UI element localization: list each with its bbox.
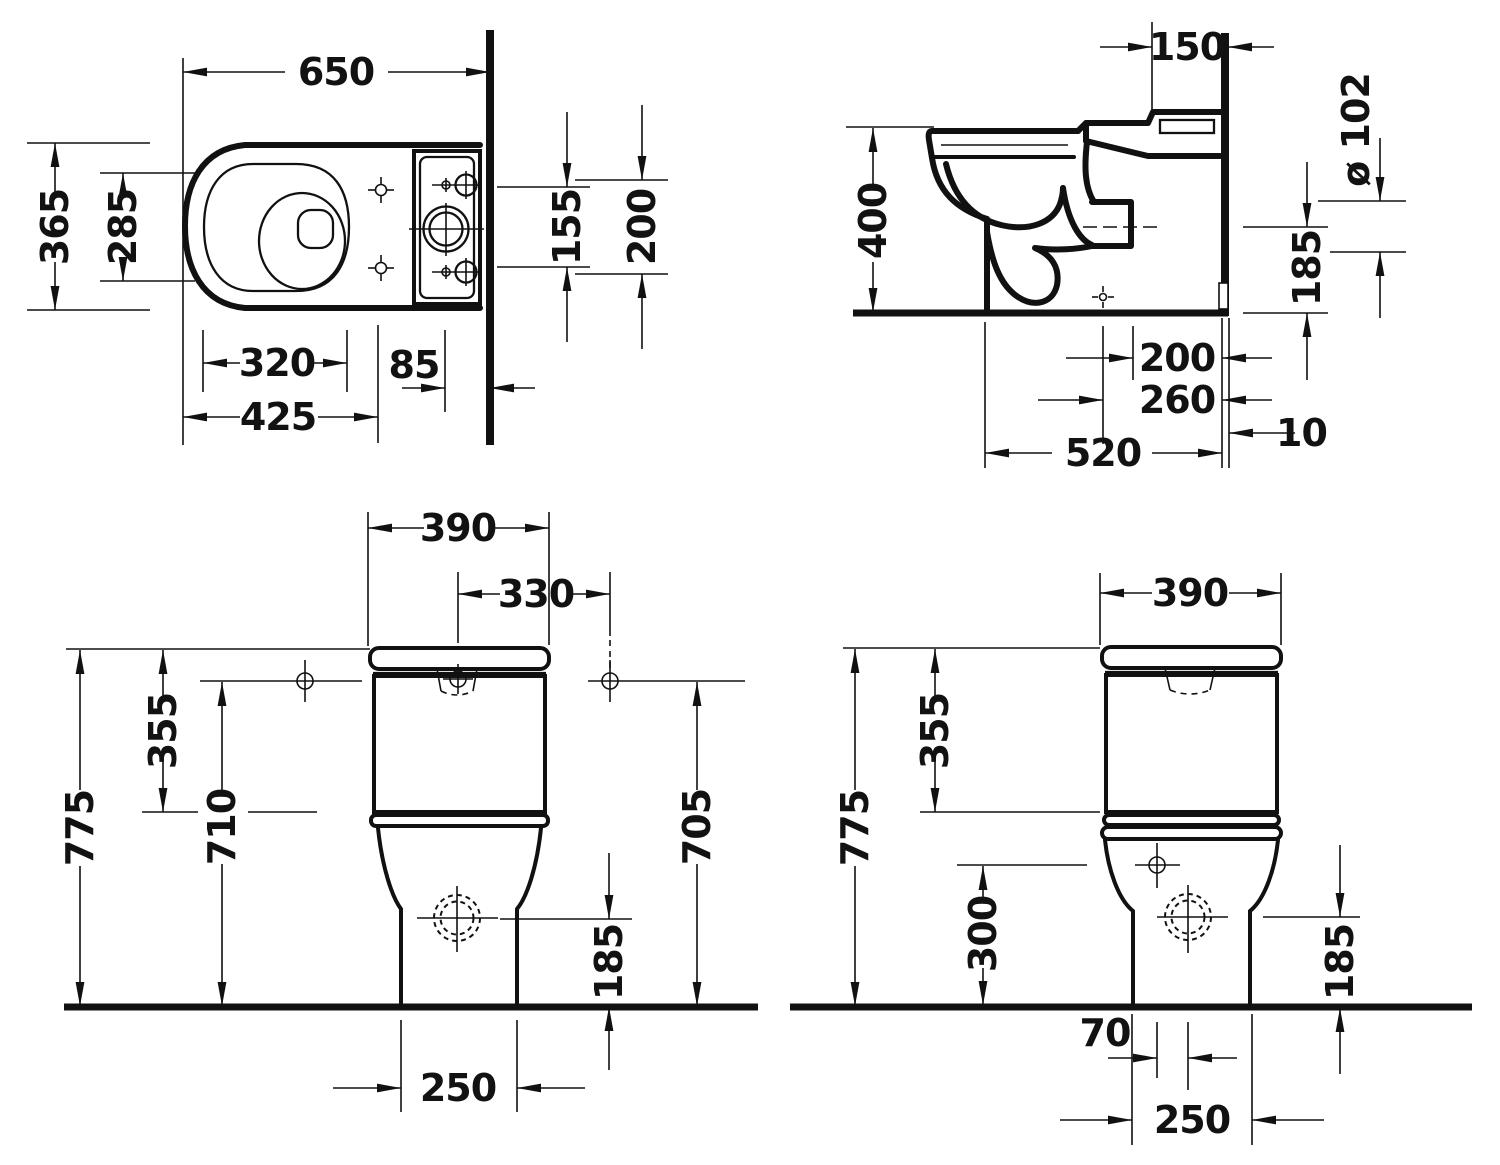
bowl-right-side [515,826,543,1006]
flush-pocket [1164,667,1216,695]
dim-label-70: 70 [1080,1011,1131,1055]
dim-label-250-rear: 250 [1154,1098,1230,1142]
dim-label-260: 260 [1139,378,1215,422]
cistern-inlet-circle [409,203,484,256]
dim-label-outlet-diameter: ø 102 [1334,73,1378,187]
bowl-left-side [376,826,403,1006]
hinge-hole-target [368,177,394,203]
dim-label-330: 330 [498,572,574,616]
cistern-lid [368,646,551,671]
dim-label-425: 425 [240,395,316,439]
rear-view: 390 775 355 300 185 70 250 [790,571,1472,1145]
front-view: 390 330 775 355 710 705 185 250 [58,506,758,1112]
rear-fixture [790,645,1472,1011]
dim-label-200-side: 200 [1139,336,1215,380]
drill-target [1092,286,1114,308]
lid-inner-detail [1158,118,1216,135]
dim-label-365: 365 [33,189,77,265]
tank-base-band [369,813,550,828]
bowl-right-side [1248,838,1280,1006]
dim-label-300: 300 [961,896,1005,972]
dim-label-775-front: 775 [58,790,102,866]
dim-label-355-rear: 355 [913,693,957,769]
bowl-cavity [943,161,1066,231]
dim-label-10: 10 [1276,411,1327,455]
seat-ring [202,162,351,293]
dim-label-200-plan: 200 [620,189,664,265]
dim-label-320: 320 [239,341,315,385]
flush-pocket [436,664,478,696]
cistern-inner [418,155,476,300]
bowl-opening [257,191,347,291]
cistern-hole-top [432,171,480,199]
outlet-knockout [1157,885,1228,953]
dim-label-520: 520 [1065,431,1141,475]
dim-label-150: 150 [1149,25,1225,69]
dim-label-250-front: 250 [420,1066,496,1110]
outlet-spigot [1089,199,1134,249]
cistern-underside [1083,120,1223,159]
bowl-left-side [1103,838,1135,1006]
dim-label-710: 710 [200,789,244,865]
dim-label-400: 400 [851,183,895,259]
front-fixture [64,646,758,1011]
cistern-lid-top [1075,109,1224,134]
cistern-body [372,674,547,814]
dim-label-185-rear: 185 [1318,924,1362,1000]
plan-fixture [182,30,494,445]
dim-label-775-rear: 775 [833,790,877,866]
fixing-hole-target [1135,843,1180,888]
wall-skirting-notch [1218,282,1229,310]
tank-base-band [1102,813,1281,827]
flush-jet [296,208,335,250]
dim-label-185-front: 185 [587,924,631,1000]
toilet-body-outline [182,142,483,311]
dim-label-85: 85 [389,343,440,387]
cistern-lid [1100,645,1283,670]
wall-anchor-left [200,660,362,702]
hinge-hole-target [368,255,394,281]
dim-label-390-rear: 390 [1152,571,1228,615]
seat-hinge-band [1100,825,1283,841]
side-view: 150 400 ø 102 185 200 260 520 10 [846,22,1406,475]
dim-label-705: 705 [675,789,719,865]
dim-label-155: 155 [545,189,589,265]
front-dimensions: 390 330 775 355 710 705 185 250 [58,506,719,1112]
cistern-hole-bottom [432,258,480,286]
dim-label-355-front: 355 [141,693,185,769]
rear-dimensions: 390 775 355 300 185 70 250 [833,571,1362,1145]
dim-label-285: 285 [101,189,145,265]
dim-label-390-front: 390 [420,506,496,550]
outlet-knockout [417,886,498,952]
trap-sump [984,229,1095,306]
cistern-body [1104,673,1279,814]
wall-anchor-right [588,660,745,702]
dim-label-185-side: 185 [1285,230,1329,306]
side-dimensions: 150 400 ø 102 185 200 260 520 10 [846,22,1406,475]
trap-curve [1060,185,1095,248]
bowl-back-edge [1082,139,1097,205]
plan-dimensions: 650 365 285 155 200 320 85 425 [27,50,668,445]
side-fixture [853,33,1229,317]
cistern-outline [412,149,482,306]
plan-view: 650 365 285 155 200 320 85 425 [27,30,668,445]
dim-label-650: 650 [298,50,374,94]
